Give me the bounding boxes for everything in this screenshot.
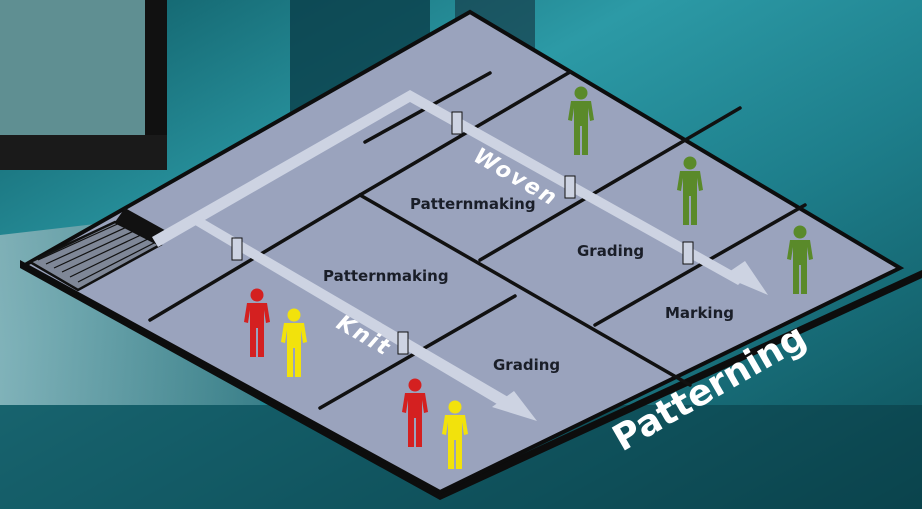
room-label-marking: Marking: [665, 304, 734, 322]
room-label-patternmaking-knit: Patternmaking: [323, 267, 449, 285]
floor-edge: [20, 12, 922, 500]
room-label-patternmaking-woven: Patternmaking: [410, 195, 536, 213]
monitor-base: [0, 135, 167, 170]
walls: [148, 70, 807, 410]
monitor-screen: [0, 0, 145, 135]
room-label-grading-knit: Grading: [493, 356, 560, 374]
room-label-grading-woven: Grading: [577, 242, 644, 260]
woven-flow-arrow: [152, 90, 768, 295]
knit-flow-arrow: [190, 217, 537, 421]
monitor-bezel: [145, 0, 167, 170]
